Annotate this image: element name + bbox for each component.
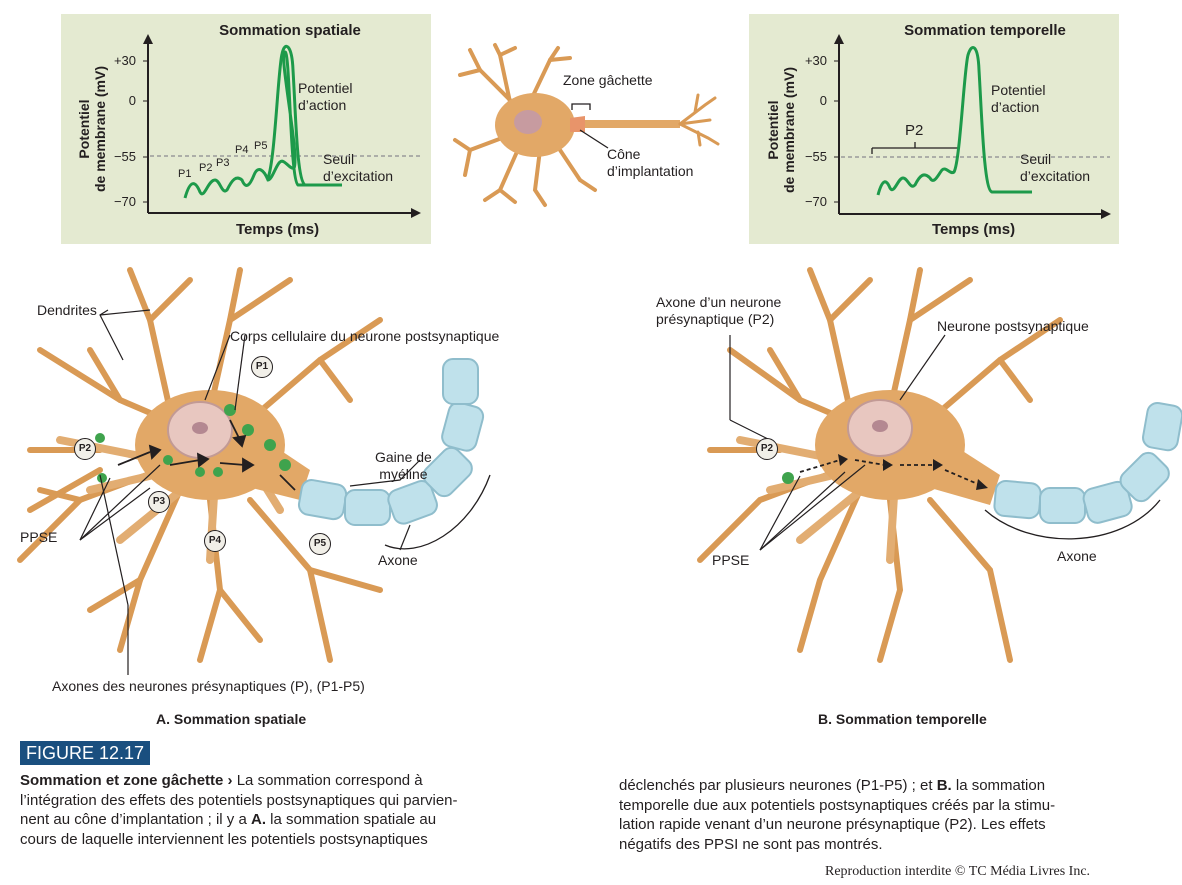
caption-title: Sommation et zone gâchette — [20, 772, 224, 789]
spatial-graph-plot — [143, 34, 421, 218]
temporal-potential-trace — [876, 45, 1032, 196]
spatial-tick-0: 0 — [128, 93, 136, 108]
temporal-tick-0: 0 — [819, 93, 827, 108]
spatial-peak-p1: P1 — [178, 168, 192, 180]
subtitle-a: A. Sommation spatiale — [156, 711, 307, 727]
neuron-illustration-a — [17, 267, 491, 675]
temporal-summation-graph-panel — [749, 14, 1119, 244]
spatial-peak-p3: P3 — [216, 157, 230, 169]
spatial-potential-trace — [183, 50, 342, 199]
center-neuron-illustration — [453, 43, 720, 207]
temporal-p2-label: P2 — [905, 122, 924, 139]
caption-right-column: déclenchés par plusieurs neurones (P1-P5… — [619, 777, 1056, 853]
marker-p2-b: P2 — [756, 438, 778, 460]
trigger-zone-bracket — [571, 103, 591, 110]
dendrites-label: Dendrites — [37, 302, 97, 318]
axon-label-a: Axone — [378, 552, 418, 568]
figure-number-badge: FIGURE 12.17 — [20, 741, 151, 765]
temporal-tick-minus70: −70 — [804, 194, 827, 209]
marker-p1: P1 — [251, 356, 273, 378]
subtitle-b: B. Sommation temporelle — [818, 711, 987, 727]
spatial-peak-p2: P2 — [199, 162, 213, 174]
axon-label-b: Axone — [1057, 548, 1097, 564]
marker-p2-a: P2 — [74, 438, 96, 460]
neuron-illustration-b — [697, 267, 1182, 663]
ppse-label-b: PPSE — [712, 552, 750, 568]
spatial-graph-title: Sommation spatiale — [219, 22, 361, 39]
postsynaptic-neuron-label: Neurone postsynaptique — [937, 318, 1089, 334]
spatial-peak-p5: P5 — [254, 140, 268, 152]
cell-body-label: Corps cellulaire du neurone postsynaptiq… — [230, 328, 500, 344]
spatial-peak-p4: P4 — [235, 144, 249, 156]
spatial-tick-plus30: +30 — [113, 53, 136, 68]
temporal-graph-title: Sommation temporelle — [904, 22, 1066, 39]
presynaptic-axons-label: Axones des neurones présynaptiques (P), … — [52, 678, 365, 694]
trigger-zone-label: Zone gâchette — [563, 72, 653, 88]
ppse-label-a: PPSE — [20, 529, 58, 545]
temporal-graph-plot — [834, 34, 1111, 219]
temporal-x-axis-label: Temps (ms) — [932, 221, 1016, 238]
temporal-tick-plus30: +30 — [804, 53, 827, 68]
marker-p5: P5 — [309, 533, 331, 555]
marker-p3: P3 — [148, 491, 170, 513]
spatial-tick-minus70: −70 — [113, 194, 136, 209]
spatial-summation-graph-panel — [61, 14, 431, 244]
spatial-x-axis-label: Temps (ms) — [236, 221, 320, 238]
temporal-tick-minus55: −55 — [804, 149, 827, 164]
temporal-p2-bracket — [871, 142, 959, 154]
copyright-credit: Reproduction interdite © TC Média Livres… — [825, 864, 1091, 879]
marker-p4: P4 — [204, 530, 226, 552]
caption-left-column: Sommation et zone gâchette › La sommatio… — [20, 772, 458, 848]
spatial-tick-minus55: −55 — [113, 149, 136, 164]
